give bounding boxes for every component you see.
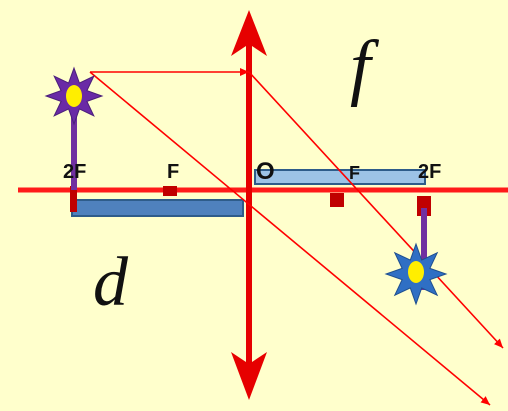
focal-length-symbol: f [350, 26, 371, 108]
tick-right-2f [417, 196, 431, 216]
label-left-f: F [167, 161, 180, 183]
image-star-icon [384, 242, 448, 306]
ray-through-center [89, 71, 491, 406]
object-distance-symbol: d [93, 244, 128, 321]
tick-right-f [330, 193, 344, 207]
label-right-f: F [349, 163, 360, 183]
ray-refracted-through-focus [248, 71, 504, 349]
lens-top-arrowhead [231, 10, 267, 56]
label-right-2f: 2F [418, 161, 442, 183]
tick-left-2f [70, 186, 77, 212]
tick-left-f [163, 186, 177, 196]
focal-length-bar [254, 169, 426, 185]
label-left-2f: 2F [63, 161, 87, 183]
label-origin: O [256, 158, 275, 185]
object-star-icon [44, 66, 104, 126]
object-distance-bar [71, 199, 244, 217]
lens-bottom-arrowhead [231, 352, 267, 400]
